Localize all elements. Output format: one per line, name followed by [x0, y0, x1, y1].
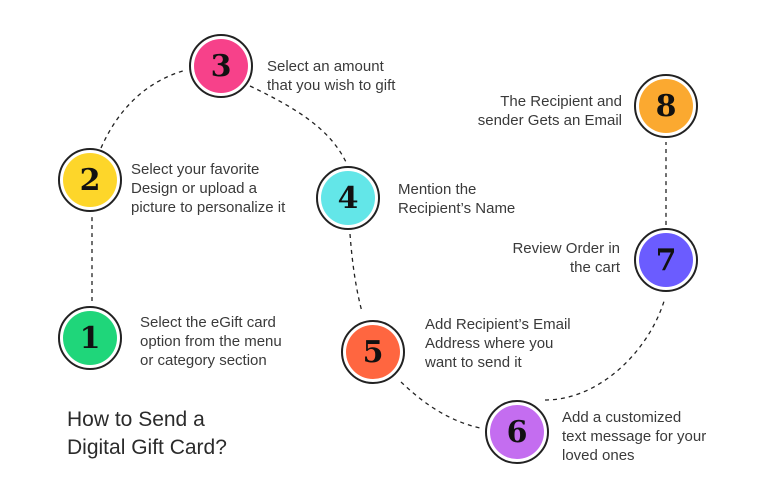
step-8-number: 8 — [639, 79, 693, 133]
step-1-text: Select the eGift card option from the me… — [140, 314, 282, 369]
step-3-circle: 3 — [189, 34, 253, 98]
step-7-number: 7 — [639, 233, 693, 287]
step-7-circle: 7 — [634, 228, 698, 292]
connector-4-5 — [349, 233, 363, 313]
step-1-number: 1 — [63, 311, 117, 365]
step-2-number: 2 — [63, 153, 117, 207]
step-8-circle: 8 — [634, 74, 698, 138]
connector-6-7 — [544, 297, 666, 401]
step-8-text: The Recipient and sender Gets an Email — [477, 93, 622, 129]
step-6-number: 6 — [490, 405, 544, 459]
step-2-circle: 2 — [58, 148, 122, 212]
step-4-number: 4 — [321, 171, 375, 225]
connector-5-6 — [400, 381, 481, 429]
connector-3-4 — [249, 85, 347, 163]
step-6-text: Add a customized text message for your l… — [562, 409, 707, 464]
step-6-circle: 6 — [485, 400, 549, 464]
step-4-circle: 4 — [316, 166, 380, 230]
step-5-number: 5 — [346, 325, 400, 379]
diagram-title: How to Send a Digital Gift Card? — [67, 408, 227, 459]
step-3-text: Select an amount that you wish to gift — [267, 58, 396, 94]
step-2-text: Select your favorite Design or upload a … — [131, 161, 286, 216]
step-4-text: Mention the Recipient’s Name — [398, 181, 516, 217]
step-3-number: 3 — [194, 39, 248, 93]
step-1-circle: 1 — [58, 306, 122, 370]
step-5-text: Add Recipient’s Email Address where you … — [425, 316, 571, 371]
connector-2-3 — [100, 69, 187, 149]
step-5-circle: 5 — [341, 320, 405, 384]
step-7-text: Review Order in the cart — [512, 240, 620, 276]
